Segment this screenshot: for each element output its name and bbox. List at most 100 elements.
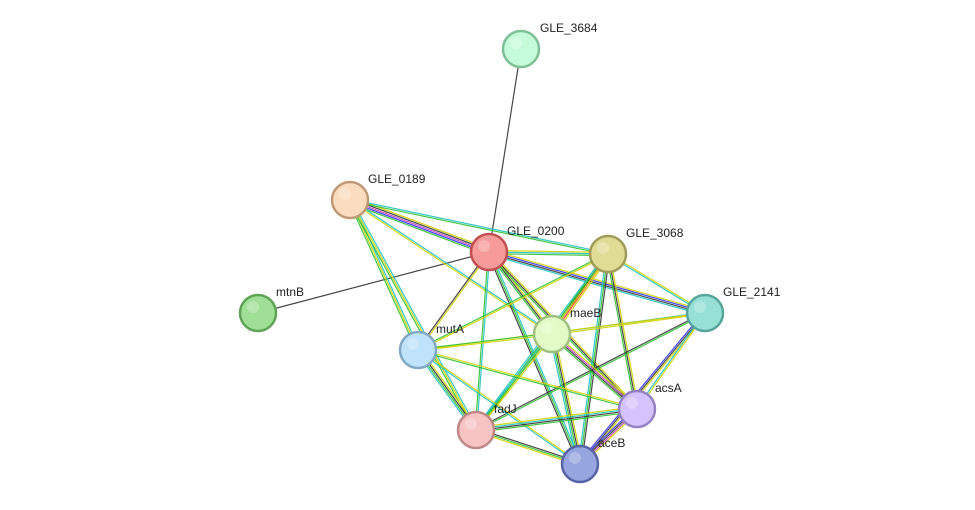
node-aceB[interactable]: aceB	[560, 436, 625, 484]
edge-GLE_3068-acsA	[605, 253, 640, 410]
node-GLE_0189[interactable]: GLE_0189	[330, 172, 426, 220]
node-circle[interactable]	[398, 330, 438, 370]
node-label: GLE_3684	[540, 21, 598, 35]
edge-evidence-line	[474, 251, 489, 430]
edge-evidence-line	[578, 311, 705, 464]
edge-evidence-line	[350, 197, 490, 252]
edge-evidence-line	[488, 251, 609, 255]
node-circle[interactable]	[469, 232, 509, 272]
node-circle[interactable]	[330, 180, 370, 220]
edge-evidence-line	[488, 253, 705, 316]
edge-evidence-line	[489, 249, 706, 312]
edge-evidence-line	[488, 48, 522, 253]
edge-evidence-line	[580, 254, 611, 465]
node-highlight	[247, 301, 259, 313]
node-circle[interactable]	[617, 389, 657, 429]
node-highlight	[694, 301, 706, 313]
edge-evidence-line	[349, 200, 552, 336]
node-circle[interactable]	[456, 410, 496, 450]
edge-evidence-line	[348, 200, 476, 432]
edge-mutA-acsA	[417, 348, 638, 411]
edge-evidence-line	[637, 313, 707, 410]
edge-GLE_2141-acsA	[635, 312, 707, 410]
edge-maeB-fadJ	[474, 332, 554, 432]
edge-evidence-line	[488, 252, 608, 257]
edge-GLE_0200-mutA	[416, 251, 491, 351]
edge-evidence-line	[350, 198, 553, 334]
edge-evidence-line	[605, 254, 637, 410]
edge-evidence-line	[475, 407, 637, 430]
edge-evidence-line	[579, 253, 609, 465]
node-mtnB[interactable]: mtnB	[238, 285, 304, 333]
edge-evidence-line	[349, 199, 477, 431]
node-GLE_3684[interactable]: GLE_3684	[501, 21, 598, 69]
edge-evidence-line	[549, 334, 579, 465]
edge-evidence-line	[417, 252, 608, 350]
node-label: acsA	[655, 381, 682, 395]
edge-mutA-aceB	[417, 348, 581, 466]
edge-evidence-line	[489, 249, 609, 254]
edge-maeB-aceB	[549, 333, 583, 465]
edge-evidence-line	[350, 198, 478, 430]
edge-evidence-line	[577, 253, 608, 464]
node-label: GLE_0200	[507, 224, 565, 238]
node-GLE_3068[interactable]: GLE_3068	[588, 226, 684, 274]
edge-evidence-line	[488, 252, 705, 315]
node-acsA[interactable]: acsA	[617, 381, 682, 429]
edge-evidence-line	[608, 253, 640, 409]
node-label: aceB	[598, 436, 625, 450]
edge-evidence-line	[418, 348, 638, 409]
edge-GLE_0189-fadJ	[348, 198, 478, 432]
node-highlight	[597, 242, 609, 254]
node-label: GLE_2141	[723, 285, 781, 299]
edge-evidence-line	[417, 350, 637, 411]
edge-evidence-line	[553, 333, 583, 464]
edge-evidence-line	[579, 312, 706, 465]
node-circle[interactable]	[238, 293, 278, 333]
node-highlight	[626, 397, 638, 409]
edge-GLE_3068-mutA	[417, 252, 609, 352]
edge-evidence-line	[348, 202, 489, 256]
edge-evidence-line	[349, 200, 489, 255]
edge-maeB-mutA	[417, 332, 553, 352]
node-circle[interactable]	[501, 29, 541, 69]
edge-GLE_0200-GLE_2141	[488, 249, 706, 316]
node-circle[interactable]	[685, 293, 725, 333]
edge-evidence-line	[347, 200, 418, 351]
edge-evidence-line	[552, 313, 706, 336]
node-maeB[interactable]: maeB	[532, 306, 601, 354]
node-highlight	[569, 452, 581, 464]
edge-evidence-line	[550, 334, 580, 465]
node-circle[interactable]	[532, 314, 572, 354]
edge-evidence-line	[417, 350, 580, 466]
edge-evidence-line	[476, 409, 638, 432]
edge-evidence-line	[476, 334, 554, 432]
node-label: mutA	[436, 322, 464, 336]
node-highlight	[478, 240, 490, 252]
node-label: maeB	[570, 306, 601, 320]
edge-GLE_3684-GLE_0200	[488, 48, 522, 253]
node-fadJ[interactable]: fadJ	[456, 402, 517, 450]
node-circle[interactable]	[560, 444, 600, 484]
node-GLE_2141[interactable]: GLE_2141	[685, 285, 781, 333]
edge-evidence-line	[552, 333, 582, 464]
edge-evidence-line	[416, 251, 489, 350]
node-label: fadJ	[494, 402, 517, 416]
node-highlight	[465, 418, 477, 430]
node-highlight	[541, 322, 553, 334]
node-label: mtnB	[276, 285, 304, 299]
edge-evidence-line	[418, 334, 553, 352]
node-highlight	[510, 37, 522, 49]
edge-evidence-line	[607, 253, 638, 410]
node-GLE_0200[interactable]: GLE_0200	[469, 224, 565, 272]
edge-evidence-line	[475, 406, 637, 429]
edge-GLE_0189-GLE_3068	[349, 198, 609, 256]
edge-GLE_0189-maeB	[349, 198, 553, 336]
edge-GLE_3068-aceB	[577, 253, 611, 465]
edge-evidence-line	[349, 199, 490, 253]
edge-mtnB-GLE_0200	[257, 251, 490, 314]
node-mutA[interactable]: mutA	[398, 322, 464, 370]
node-circle[interactable]	[588, 234, 628, 274]
